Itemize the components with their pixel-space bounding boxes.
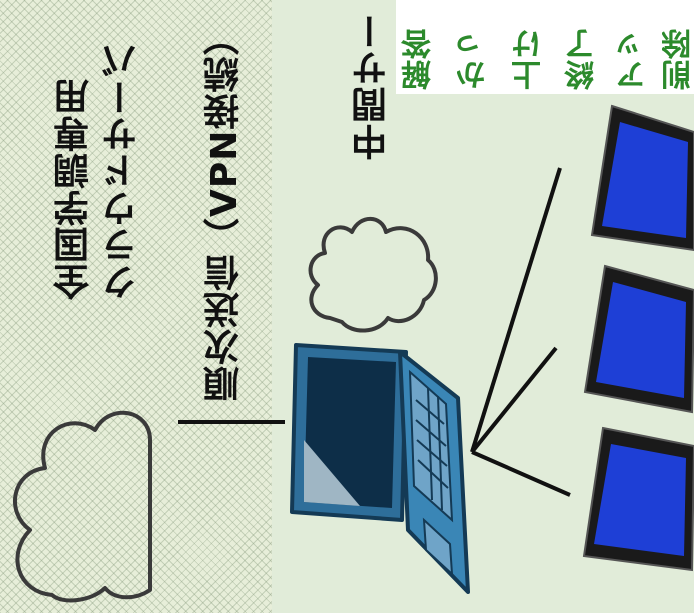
note-line: かっ — [457, 28, 492, 90]
note-line: 削除 — [662, 28, 694, 90]
cloud-icon — [308, 216, 438, 333]
lan-connection-lines — [470, 167, 571, 497]
sequential-send-label: 順次送信（VPN接続） — [204, 18, 245, 402]
note-line: アッ — [617, 28, 652, 90]
note-line: 解答 — [402, 28, 437, 90]
relay-server-label: 中間サー — [352, 12, 393, 160]
note-line: 上け — [512, 28, 547, 90]
laptop-icon — [290, 343, 470, 594]
note-line: 終了 — [565, 28, 600, 90]
note-box — [396, 0, 694, 94]
tablet-icon — [583, 264, 694, 414]
national-cloud-label-line2: クラウドサーバ — [102, 41, 143, 300]
national-cloud-label-line1: 全国学調専用 — [54, 78, 95, 300]
tablet-icon — [590, 104, 694, 252]
cloud-icon — [13, 410, 152, 603]
tablet-icon — [582, 426, 694, 572]
